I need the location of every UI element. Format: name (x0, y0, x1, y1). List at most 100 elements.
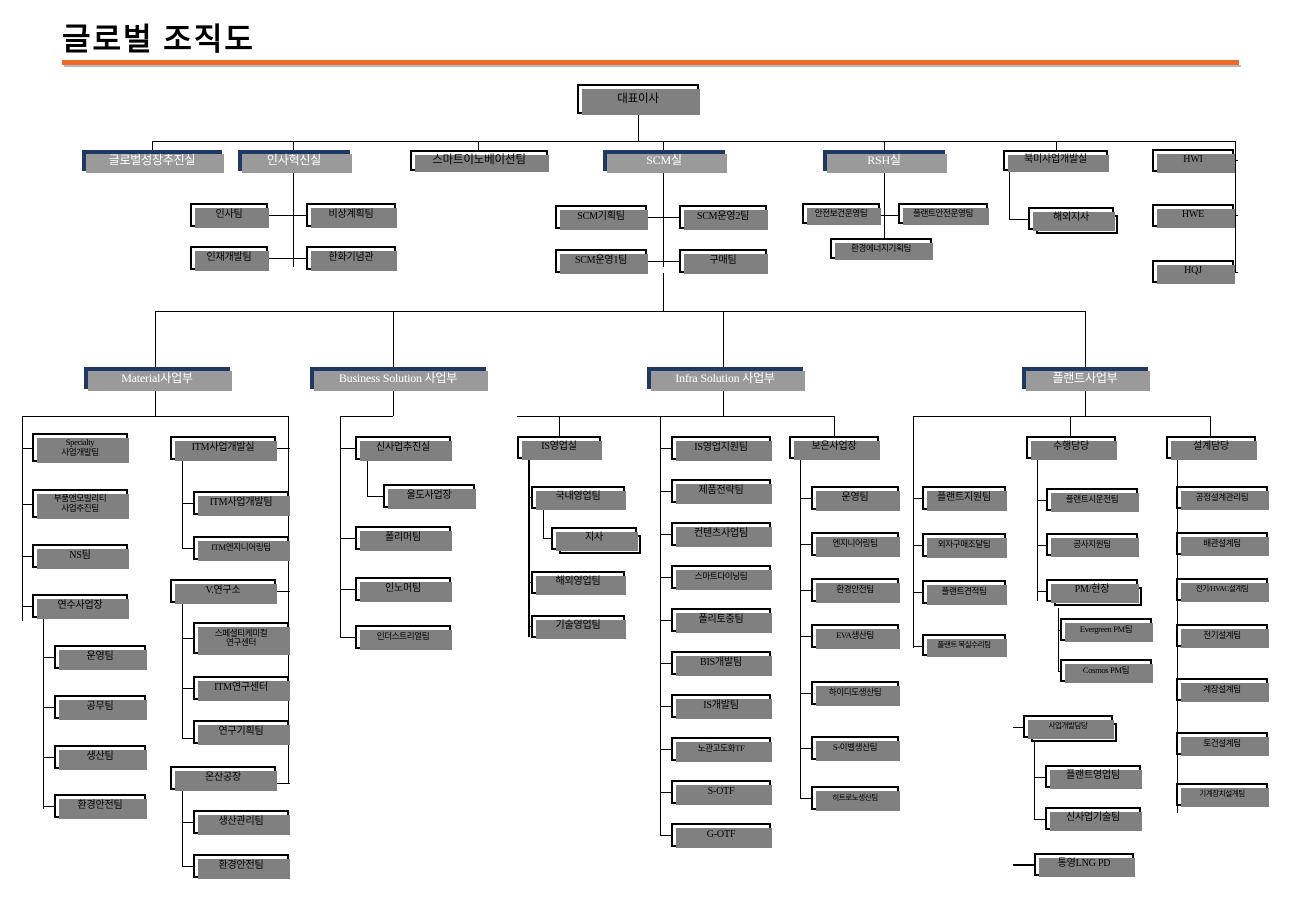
node-hwi[interactable]: HWI (1152, 149, 1235, 173)
node-plant-safety-ops-team[interactable]: 플랜트안전운영팀 (898, 203, 989, 225)
node-polymer-team[interactable]: 폴리머팀 (355, 526, 452, 551)
node-is-dev-team[interactable]: IS개발팀 (671, 694, 772, 719)
node-process-design-mgmt-team[interactable]: 공정설계관리팀 (1176, 486, 1269, 510)
node-s-bell-production-team[interactable]: S-이벨생산팀 (811, 736, 900, 761)
node-scm-ops2-team[interactable]: SCM운영2팀 (679, 205, 768, 230)
node-onsan-prod-mgmt-team[interactable]: 생산관리팀 (193, 810, 290, 835)
node-is-sales-support-team[interactable]: IS영업지원팀 (671, 436, 772, 461)
node-plant-estimate-team[interactable]: 플랜트견적팀 (922, 580, 1007, 605)
node-env-energy-planning-team[interactable]: 환경에너지기획팀 (830, 238, 933, 260)
node-itm-engineering-team[interactable]: ITM엔지니어링팀 (193, 536, 290, 561)
node-overseas-sales-team[interactable]: 해외영업팀 (531, 571, 626, 595)
node-overseas-branch[interactable]: 해외지사 (1028, 207, 1118, 234)
node-division-infra-solution[interactable]: Infra Solution 사업부 (647, 367, 805, 391)
node-parts-mobility-team[interactable]: 부품앤모빌리티 사업추진팀 (32, 489, 129, 519)
node-foreign-procurement-team[interactable]: 외자구매조달팀 (922, 533, 1007, 558)
node-boeun-env-safety-team[interactable]: 환경안전팀 (811, 578, 900, 603)
node-hydrido-production-team[interactable]: 하이디도생산팀 (811, 681, 900, 706)
node-new-biz-tech-team[interactable]: 신사업기술팀 (1045, 807, 1142, 831)
node-plant-repair-team[interactable]: 플랜트 복실수리팀 (922, 634, 1007, 657)
node-eva-production-team[interactable]: EVA생산팀 (811, 624, 900, 649)
node-v-research-institute[interactable]: V.연구소 (170, 579, 277, 604)
node-hvac-design-team[interactable]: 전기/HVAC설계팀 (1176, 578, 1269, 602)
node-ceo[interactable]: 대표이사 (577, 84, 700, 115)
node-civil-design-team[interactable]: 토건설계팀 (1176, 732, 1269, 756)
node-plant-support-team[interactable]: 플랜트지원팀 (922, 486, 1007, 511)
node-itm-biz-dev-office[interactable]: ITM사업개발실 (170, 436, 277, 461)
connector-vri-rail (182, 603, 183, 739)
connector-material-split (22, 416, 288, 417)
node-onsan-env-safety-team[interactable]: 환경안전팀 (193, 854, 290, 879)
node-technical-sales-team[interactable]: 기술영업팀 (531, 615, 626, 639)
node-safety-health-ops-team[interactable]: 안전보건운영팀 (802, 203, 881, 225)
node-branch-office[interactable]: 지사 (551, 527, 641, 554)
node-smart-innovation-team[interactable]: 스마트이노베이션팀 (410, 150, 549, 172)
node-machinery-design-team[interactable]: 기계장치설계팀 (1176, 783, 1269, 807)
node-uldo-site[interactable]: 울도사업장 (383, 484, 476, 509)
node-tongyeong-lng-pd[interactable]: 통영LNG PD (1034, 853, 1135, 877)
node-construction-support-team[interactable]: 공사지원팀 (1046, 533, 1139, 557)
node-is-sales-office[interactable]: IS영업실 (517, 436, 602, 460)
node-plant-commissioning-team[interactable]: 플랜트시운전팀 (1046, 488, 1139, 512)
connector-material-a1 (22, 448, 34, 449)
node-electrical-design-team[interactable]: 전기설계팀 (1176, 624, 1269, 648)
node-yeonsu-env-safety-team[interactable]: 환경안전팀 (54, 794, 147, 819)
node-yeonsu-site[interactable]: 연수사업장 (32, 594, 129, 619)
node-research-planning-team[interactable]: 연구기획팀 (193, 720, 290, 745)
node-s-otf[interactable]: S-OTF (671, 780, 772, 805)
connector-drop-hr (293, 141, 294, 151)
node-talent-dev-team[interactable]: 인재개발팀 (190, 246, 269, 271)
node-boeun-ops-team[interactable]: 운영팀 (811, 486, 900, 511)
node-onsan-plant[interactable]: 온산공장 (170, 766, 277, 791)
node-heatrono-production-team[interactable]: 히트로노생산팀 (811, 786, 900, 811)
node-design-dept[interactable]: 설계담당 (1166, 436, 1257, 460)
node-business-dev-dept[interactable]: 사업개발담당 (1023, 715, 1117, 742)
node-industrial-team[interactable]: 인더스트리얼팀 (355, 625, 452, 650)
node-hwe[interactable]: HWE (1152, 204, 1235, 228)
node-polito-team[interactable]: 폴리토중팀 (671, 608, 772, 633)
connector-bizsol-a3 (340, 589, 356, 590)
node-boeun-site[interactable]: 보은사업장 (789, 436, 880, 460)
node-cosmos-pm-team[interactable]: Cosmos PM팀 (1060, 659, 1153, 683)
node-contents-business-team[interactable]: 컨텐츠사업팀 (671, 522, 772, 547)
node-yeonsu-ops-team[interactable]: 운영팀 (54, 645, 147, 670)
node-division-business-solution[interactable]: Business Solution 사업부 (310, 367, 488, 391)
node-division-plant[interactable]: 플랜트사업부 (1022, 367, 1150, 391)
node-instrument-design-team[interactable]: 계장설계팀 (1176, 678, 1269, 702)
node-yeonsu-production-team[interactable]: 생산팀 (54, 745, 147, 770)
node-pm-site[interactable]: PM/현장 (1046, 579, 1142, 606)
node-innomer-team[interactable]: 인노머팀 (355, 577, 452, 602)
node-emergency-plan-team[interactable]: 비상계획팀 (306, 203, 397, 228)
node-scm-planning-team[interactable]: SCM기획팀 (555, 205, 648, 230)
node-hr-innovation-office[interactable]: 인사혁신실 (238, 150, 352, 173)
node-domestic-sales-team[interactable]: 국내영업팀 (531, 486, 626, 510)
node-new-biz-promotion-office[interactable]: 신사업추진실 (355, 436, 452, 461)
node-north-america-dev-office[interactable]: 북미사업개발실 (1003, 150, 1109, 172)
node-product-strategy-team[interactable]: 제품전략팀 (671, 479, 772, 504)
node-scm-ops1-team[interactable]: SCM운영1팀 (555, 249, 648, 274)
node-itm-biz-dev-team[interactable]: ITM사업개발팀 (193, 491, 290, 516)
node-global-growth-office[interactable]: 글로벌성장추진실 (82, 150, 224, 173)
node-hqj[interactable]: HQJ (1152, 260, 1235, 284)
connector-boeun-c7 (800, 798, 812, 799)
node-itm-research-center[interactable]: ITM연구센터 (193, 676, 290, 701)
node-ns-team[interactable]: NS팀 (32, 544, 129, 569)
node-plant-sales-team[interactable]: 플랜트영업팀 (1045, 765, 1142, 789)
node-scm-office[interactable]: SCM실 (603, 150, 727, 173)
node-hr-team[interactable]: 인사팀 (190, 203, 269, 228)
node-evergreen-pm-team[interactable]: Evergreen PM팀 (1060, 618, 1153, 642)
node-division-material[interactable]: Material사업부 (84, 367, 232, 391)
node-specialty-biz-dev-team[interactable]: Specialty 사업개발팀 (32, 433, 129, 463)
node-bis-dev-team[interactable]: BIS개발팀 (671, 651, 772, 676)
node-piping-design-team[interactable]: 배관설계팀 (1176, 532, 1269, 556)
node-boeun-engineering-team[interactable]: 엔지니어링팀 (811, 532, 900, 557)
node-specialty-chemical-research-center[interactable]: 스페셜티케미컬 연구센터 (193, 622, 290, 655)
node-execution-dept[interactable]: 수행담당 (1026, 436, 1117, 460)
node-hanwha-memorial-hall[interactable]: 한화기념관 (306, 246, 397, 271)
node-procurement-team[interactable]: 구매팀 (679, 249, 768, 274)
node-g-otf[interactable]: G-OTF (671, 823, 772, 848)
node-yeonsu-maintenance-team[interactable]: 공무팀 (54, 695, 147, 720)
node-rsh-office[interactable]: RSH실 (823, 150, 947, 173)
node-smart-dining-team[interactable]: 스마트다이닝팀 (671, 565, 772, 590)
node-pipe-advancement-tf[interactable]: 노관고도화TF (671, 737, 772, 762)
